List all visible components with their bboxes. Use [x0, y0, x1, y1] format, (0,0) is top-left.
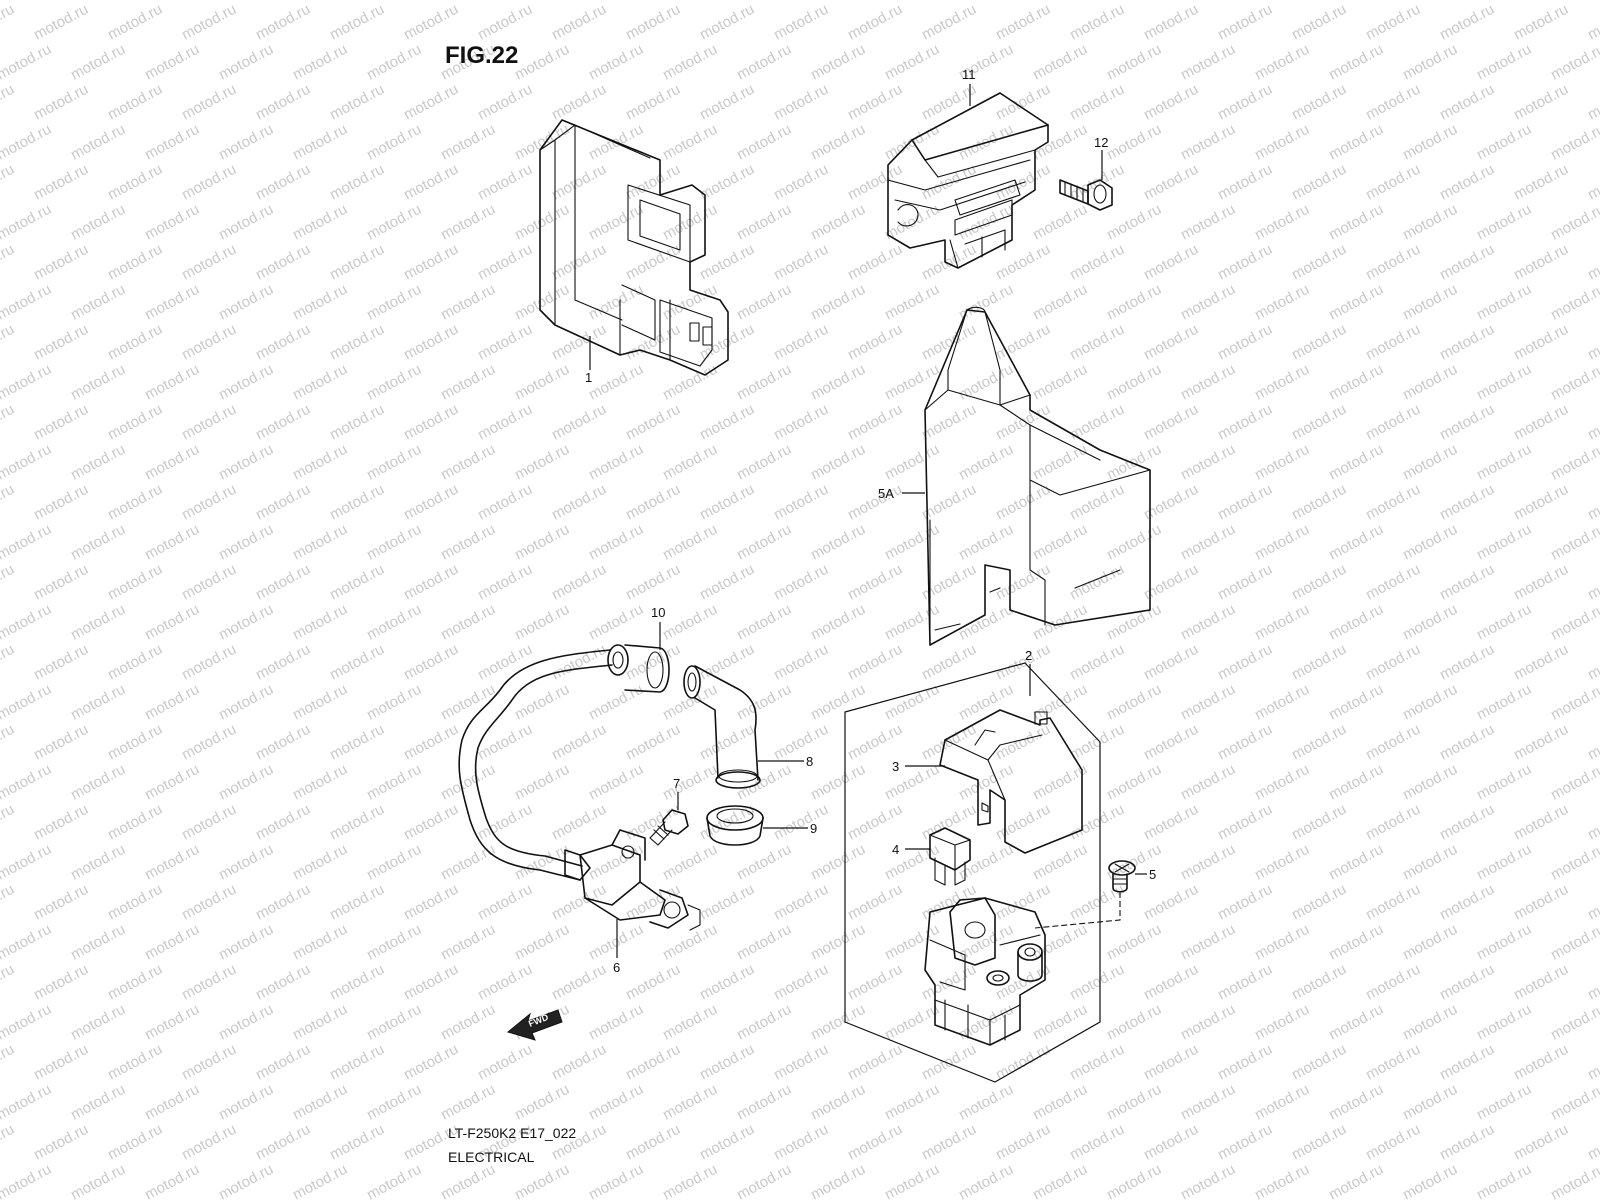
ignition-coil — [458, 649, 701, 931]
fuse — [929, 827, 971, 886]
bolt-12 — [1059, 179, 1113, 211]
callout-9: 9 — [810, 821, 817, 836]
screw-5 — [1108, 860, 1136, 893]
figure-title: FIG.22 — [445, 42, 519, 69]
leader-lines — [589, 84, 1147, 958]
callout-7: 7 — [673, 776, 680, 791]
model-code: LT-F250K2 E17_022 — [448, 1125, 577, 1141]
callout-8: 8 — [806, 754, 813, 769]
starter-relay — [924, 897, 1046, 1046]
plug-cap-seal — [706, 805, 764, 846]
relay-cover — [939, 709, 1083, 854]
section-name: ELECTRICAL — [448, 1149, 535, 1165]
callout-11: 11 — [962, 67, 976, 82]
cdi-unit — [539, 119, 729, 376]
callout-12: 12 — [1094, 135, 1108, 150]
regulator-rectifier — [887, 92, 1049, 269]
cord-seal — [607, 644, 670, 693]
callout-1: 1 — [585, 370, 592, 385]
callout-6: 6 — [613, 960, 620, 975]
callout-10: 10 — [651, 605, 665, 620]
callout-4: 4 — [892, 842, 899, 857]
protective-cover — [924, 306, 1151, 646]
plug-cap — [683, 665, 761, 789]
callout-5: 5 — [1149, 867, 1156, 882]
callout-3: 3 — [892, 759, 899, 774]
callout-2: 2 — [1025, 648, 1032, 663]
bolt-7 — [649, 809, 689, 846]
callout-5A: 5A — [878, 486, 894, 501]
callouts: 1 11 12 5A 2 3 4 5 6 7 8 9 10 — [585, 67, 1156, 975]
